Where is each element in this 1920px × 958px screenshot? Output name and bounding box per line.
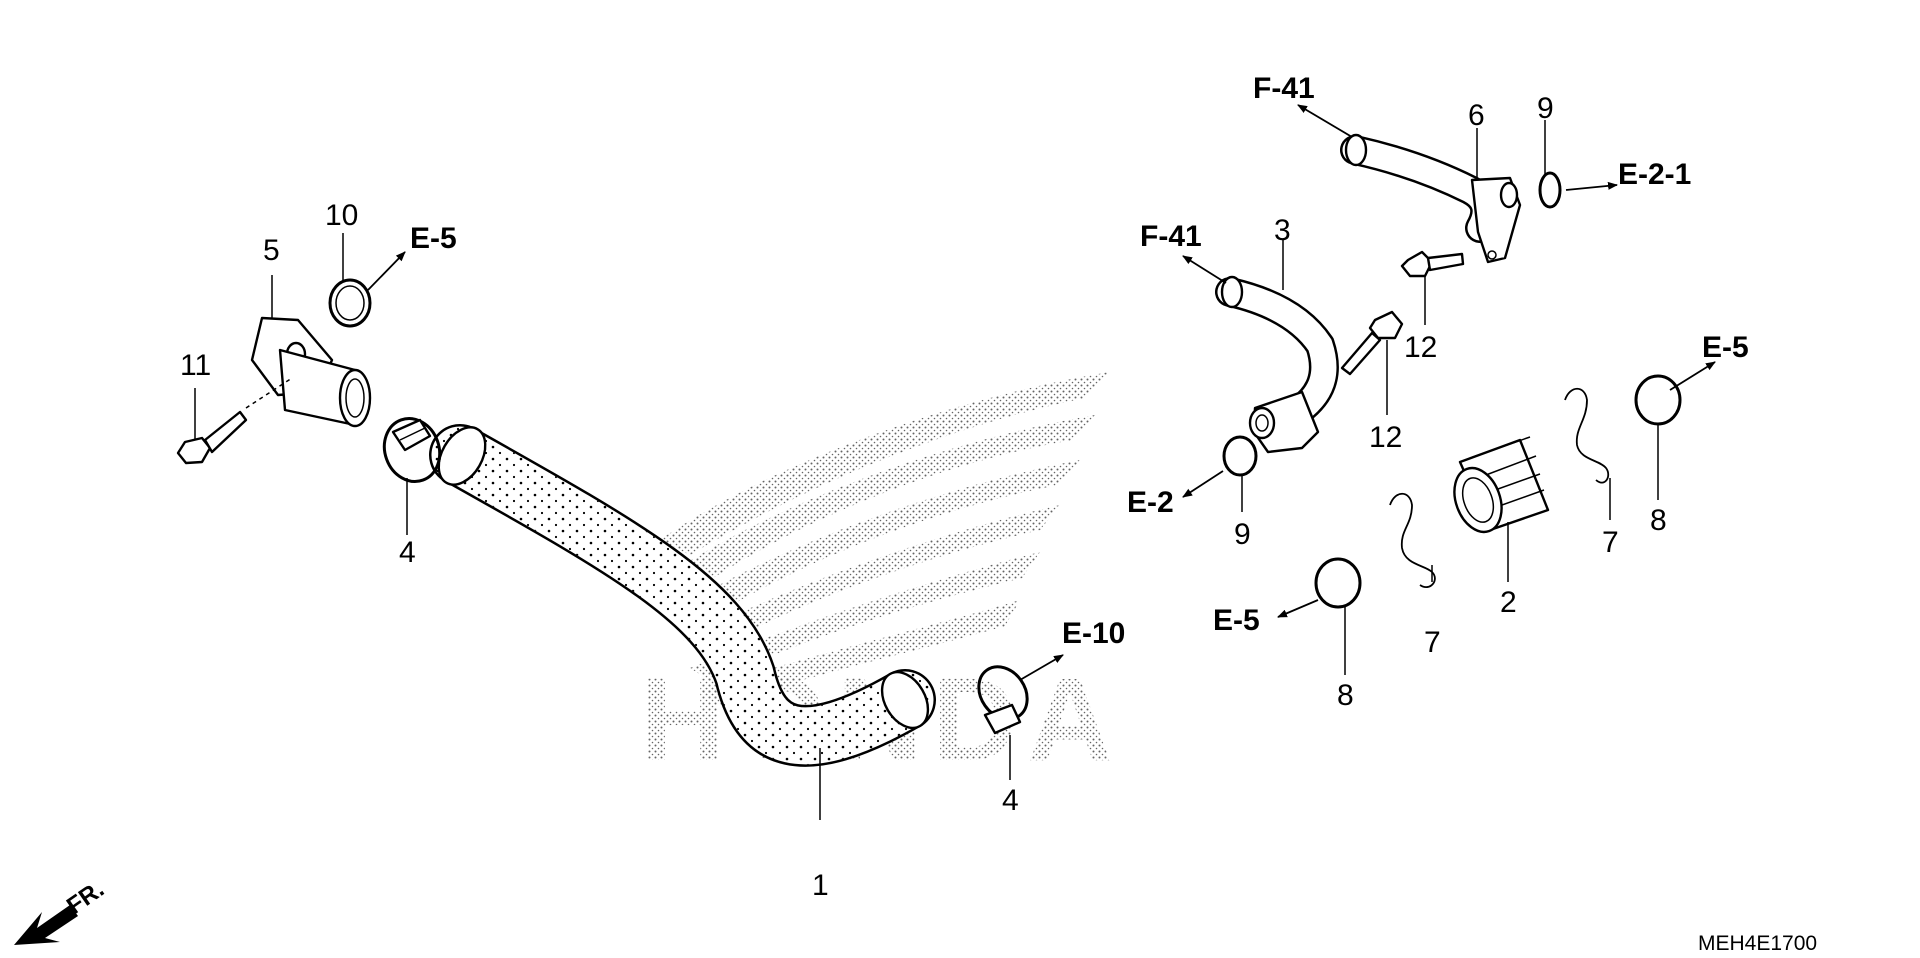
callout-9-upper: 9 (1537, 92, 1554, 125)
water-pipe-3 (1215, 275, 1339, 454)
bolt-11 (176, 377, 293, 465)
ref-f41-mid: F-41 (1140, 220, 1202, 253)
water-pipe-6 (1340, 133, 1522, 264)
callout-3: 3 (1274, 214, 1291, 247)
bolt-12-upper (1400, 250, 1465, 278)
reference-labels: E-5 E-10 F-41 E-2-1 F-41 E-5 E-2 E-5 (410, 72, 1749, 650)
callout-7-left: 7 (1424, 626, 1441, 659)
ref-e5-left: E-5 (410, 222, 457, 255)
reference-arrows (367, 104, 1716, 681)
callout-12-upper: 12 (1404, 331, 1437, 364)
callout-1: 1 (812, 869, 829, 902)
callout-8-right: 8 (1650, 504, 1667, 537)
o-ring-9-lower (1222, 435, 1258, 477)
coolant-hose (429, 424, 936, 767)
ref-e5-lower: E-5 (1213, 604, 1260, 637)
front-arrow-icon (14, 905, 78, 945)
ref-e5-right: E-5 (1702, 331, 1749, 364)
part-callouts: 1 2 3 4 4 5 6 7 7 8 8 9 9 10 11 12 12 (180, 92, 1667, 902)
diagram-code: MEH4E1700 (1698, 932, 1817, 955)
water-outlet-joint (250, 316, 372, 428)
callout-5: 5 (263, 234, 280, 267)
callout-9-lower: 9 (1234, 518, 1251, 551)
bolt-12-lower (1340, 310, 1404, 376)
callout-4-upper: 4 (399, 536, 416, 569)
hose-clamp-4-lower (977, 665, 1029, 735)
hose-clamp-4-upper (382, 417, 442, 483)
ref-e21: E-2-1 (1618, 158, 1691, 191)
wing-watermark-icon (660, 372, 1110, 705)
callout-6: 6 (1468, 99, 1485, 132)
clip-7-right (1564, 387, 1610, 484)
callout-11: 11 (180, 349, 211, 382)
o-ring-9-upper (1538, 171, 1562, 209)
joint-pipe-2 (1453, 436, 1550, 534)
ref-e2: E-2 (1127, 486, 1174, 519)
callout-7-right: 7 (1602, 526, 1619, 559)
o-ring-8-right (1634, 374, 1682, 426)
ref-f41-top: F-41 (1253, 72, 1315, 105)
o-ring-8-lower (1314, 557, 1362, 609)
o-ring-10 (328, 278, 372, 328)
callout-12-lower: 12 (1369, 421, 1402, 454)
callout-2: 2 (1500, 586, 1517, 619)
callout-4-lower: 4 (1002, 784, 1019, 817)
callout-8-lower: 8 (1337, 679, 1354, 712)
leader-lines (194, 120, 1659, 820)
front-indicator: FR. (14, 876, 109, 945)
callout-10: 10 (325, 199, 358, 232)
clip-7-left (1389, 492, 1436, 588)
ref-e10: E-10 (1062, 617, 1125, 650)
